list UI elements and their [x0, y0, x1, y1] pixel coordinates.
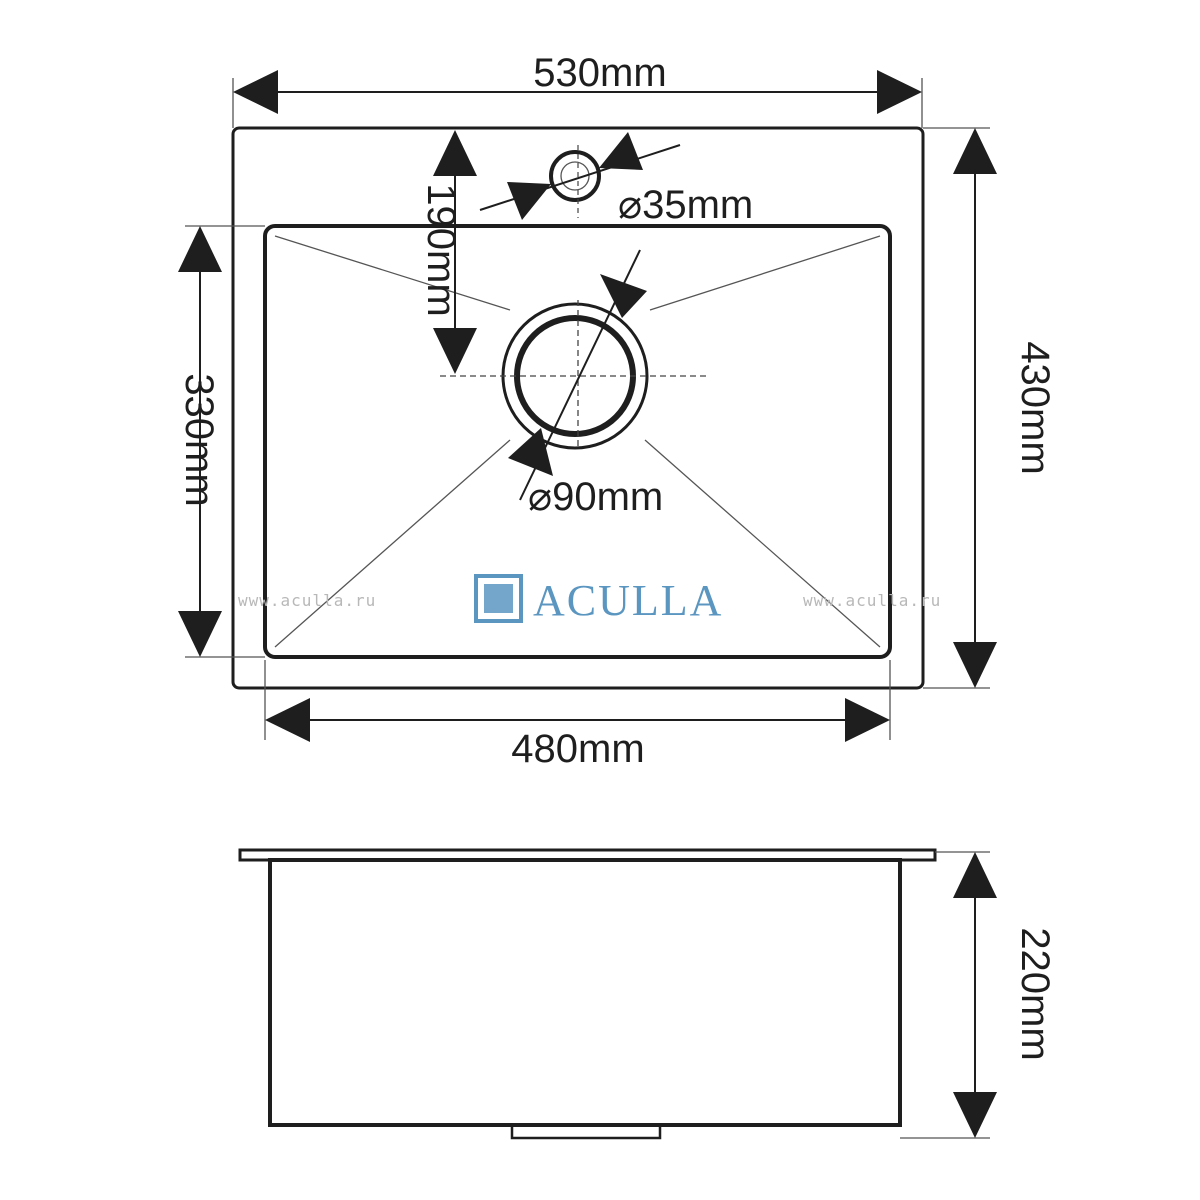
- bowl-diagonal-tl: [274, 235, 511, 311]
- label-inner-height: 330mm: [177, 373, 221, 506]
- side-view: 220mm: [238, 848, 1057, 1140]
- watermark-right: www.aculla.ru: [803, 591, 941, 610]
- label-bottom-width: 480mm: [511, 727, 644, 771]
- tap-arrow-left: [507, 182, 551, 220]
- label-outer-height: 430mm: [1013, 341, 1057, 474]
- drain-arrow-lower: [508, 428, 553, 476]
- tap-leader: [479, 144, 681, 211]
- dim-430-arrow-top: [953, 128, 997, 174]
- bowl-diagonal-bl: [274, 439, 511, 648]
- dim-190-arrow-bottom: [433, 328, 477, 374]
- tap-hole-inner: [560, 161, 590, 191]
- inner-bowl: [263, 224, 892, 659]
- dim-480-arrow-right: [845, 698, 890, 742]
- dim-220-arrow-top: [953, 852, 997, 898]
- dim-480-arrow-left: [265, 698, 310, 742]
- brand-logo-icon-inner: [484, 584, 513, 613]
- bowl-diagonal-tr: [649, 235, 881, 311]
- dim-530-arrow-left: [233, 70, 278, 114]
- dim-220-arrow-bottom: [953, 1092, 997, 1138]
- tap-hole: [549, 150, 601, 202]
- dim-430-arrow-bottom: [953, 642, 997, 688]
- tap-arrow-right: [599, 132, 643, 170]
- side-drain-collar: [510, 1125, 662, 1140]
- label-drain-offset: 190mm: [419, 183, 463, 316]
- label-depth: 220mm: [1013, 927, 1057, 1060]
- top-view: 530mm 480mm 430mm 330mm 190mm ⌀35mm ⌀90m…: [177, 51, 1057, 771]
- label-top-width: 530mm: [533, 51, 666, 95]
- brand-name: ACULLA: [533, 576, 723, 625]
- watermark-left: www.aculla.ru: [238, 591, 376, 610]
- brand-logo-icon: [474, 574, 523, 623]
- brand-logo: ACULLA: [474, 574, 723, 625]
- label-drain-hole: ⌀90mm: [528, 475, 663, 519]
- bowl-diagonal-br: [644, 439, 881, 648]
- outer-rim: [231, 126, 925, 690]
- dim-330-arrow-top: [178, 226, 222, 272]
- dim-190-arrow-top: [433, 130, 477, 176]
- side-bowl: [268, 858, 902, 1127]
- dim-530-arrow-right: [877, 70, 922, 114]
- label-tap-hole: ⌀35mm: [618, 183, 753, 227]
- dim-330-arrow-bottom: [178, 611, 222, 657]
- drain-arrow-upper: [600, 274, 647, 318]
